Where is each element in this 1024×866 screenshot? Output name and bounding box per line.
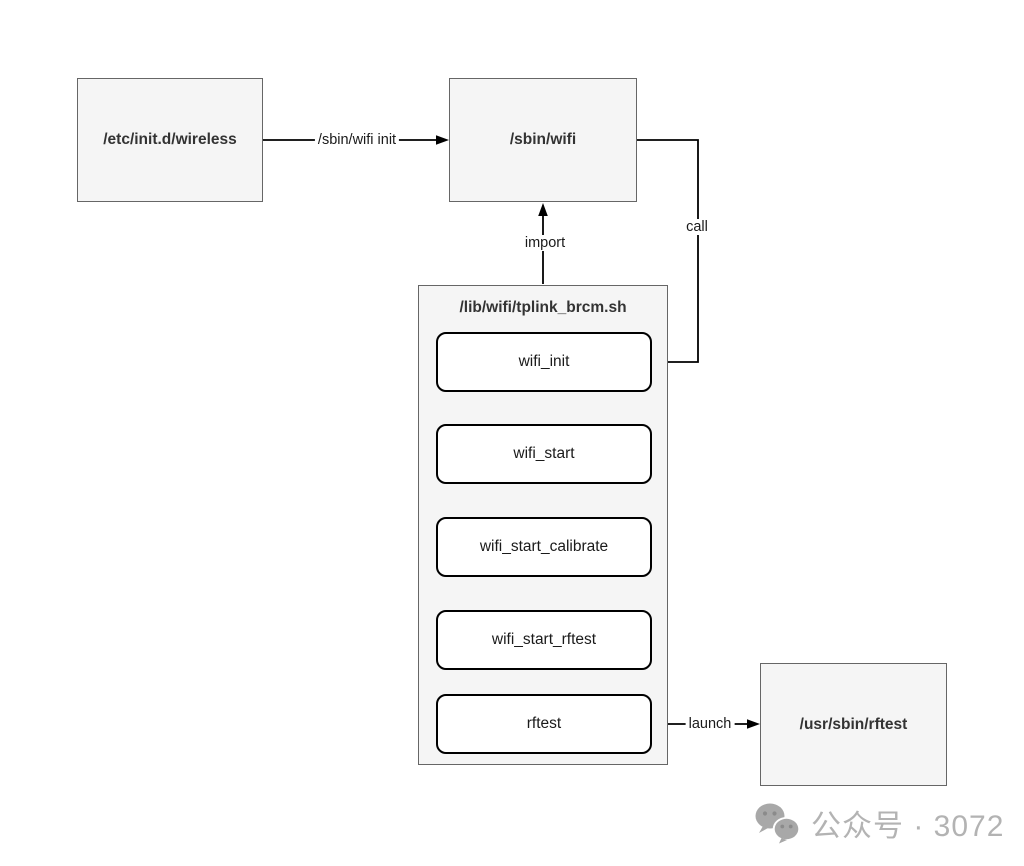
function-label: rftest [526,715,562,732]
function-box-wifi-start-calibrate: wifi_start_calibrate [436,517,652,577]
wechat-icon [755,803,801,844]
function-label: wifi_start [513,445,575,462]
function-box-rftest: rftest [436,694,652,754]
edge-label-import: import [521,235,569,251]
function-box-wifi-init: wifi_init [436,332,652,392]
function-label: wifi_start_calibrate [479,538,609,555]
function-label: wifi_start_rftest [491,631,597,648]
edge-label-launch: launch [685,716,735,732]
node-label: /etc/init.d/wireless [103,131,237,148]
node-label: /usr/sbin/rftest [799,715,908,733]
edge-label-sbin-wifi-init: /sbin/wifi init [314,132,400,148]
function-box-wifi-start: wifi_start [436,424,652,484]
node-etc-init-wireless: /etc/init.d/wireless [77,78,263,202]
node-usr-sbin-rftest: /usr/sbin/rftest [760,663,947,786]
edge-label-call: call [683,219,711,235]
watermark-text: 公众号 · 3072 [811,810,1005,843]
node-sbin-wifi: /sbin/wifi [449,78,637,202]
function-box-wifi-start-rftest: wifi_start_rftest [436,610,652,670]
container-title: /lib/wifi/tplink_brcm.sh [459,299,627,316]
watermark: 公众号 · 3072 [754,801,1004,845]
function-label: wifi_init [518,353,570,370]
node-label: /sbin/wifi [509,131,577,148]
